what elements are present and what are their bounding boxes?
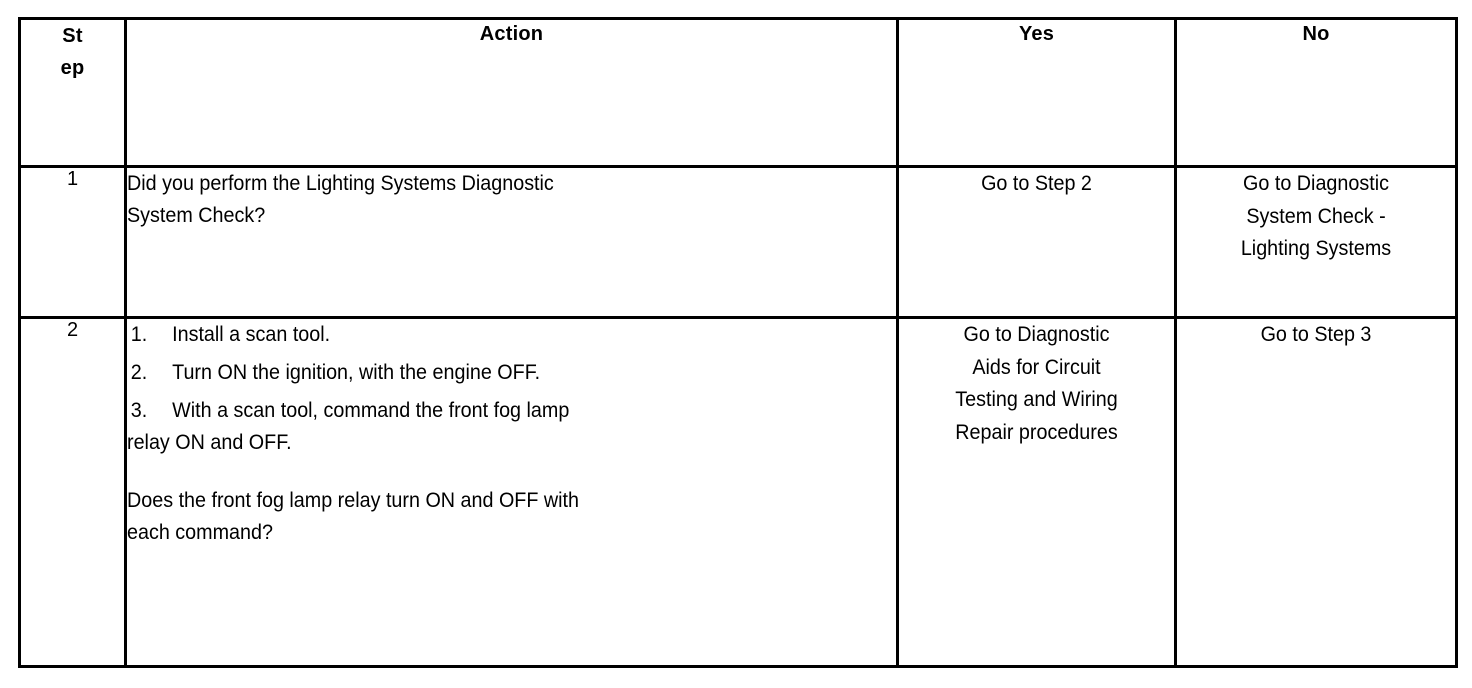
list-item-text: Turn ON the ignition, with the engine OF… [172, 360, 541, 384]
list-item-number: 2. [130, 360, 148, 384]
action-list-item: 1. Install a scan tool. [127, 319, 896, 351]
action-question-line: Does the front fog lamp relay turn ON an… [127, 488, 580, 512]
yes-branch-line: Testing and Wiring [955, 388, 1118, 412]
column-header-step-line2: ep [60, 57, 85, 79]
list-item-text: With a scan tool, command the front fog … [172, 398, 570, 422]
action-line: System Check? [127, 203, 266, 227]
yes-branch-line: Repair procedures [955, 420, 1118, 444]
list-item-number: 1. [130, 323, 148, 347]
diagnostic-procedure-table: St ep Action Yes No 1 Did you perform th… [18, 17, 1458, 668]
list-item-number: 3. [130, 398, 148, 422]
yes-branch-cell: Go to Step 2 [896, 164, 1177, 320]
list-item-continuation: relay ON and OFF. [127, 430, 292, 454]
list-item-text: Install a scan tool. [172, 323, 331, 347]
no-branch-line: System Check - [1246, 204, 1386, 228]
action-cell: Did you perform the Lighting Systems Dia… [124, 164, 899, 320]
action-line: Did you perform the Lighting Systems Dia… [127, 172, 554, 195]
action-question-line: each command? [127, 520, 273, 544]
yes-branch-cell: Go to Diagnostic Aids for Circuit Testin… [896, 316, 1177, 668]
yes-branch-line: Go to Step 2 [981, 172, 1092, 195]
no-branch-line: Lighting Systems [1240, 237, 1392, 261]
step-number-cell: 1 [18, 164, 127, 320]
action-list-item: 2. Turn ON the ignition, with the engine … [127, 357, 896, 389]
column-header-no: No [1174, 17, 1458, 168]
table-row: 1 Did you perform the Lighting Systems D… [18, 164, 1458, 320]
column-header-step-line1: St [62, 25, 83, 47]
step-number-cell: 2 [18, 316, 127, 668]
column-header-action: Action [124, 17, 899, 168]
yes-branch-line: Aids for Circuit [972, 355, 1101, 379]
no-branch-cell: Go to Step 3 [1174, 316, 1458, 668]
action-list-item: 3. With a scan tool, command the front fo… [127, 395, 896, 459]
table-row: 2 1. Install a scan tool. 2. Turn ON the i… [18, 316, 1458, 668]
action-cell: 1. Install a scan tool. 2. Turn ON the ign… [124, 316, 899, 668]
action-step-list: 1. Install a scan tool. 2. Turn ON the ign… [127, 319, 896, 459]
yes-branch-line: Go to Diagnostic [963, 323, 1110, 347]
no-branch-cell: Go to Diagnostic System Check - Lighting… [1174, 164, 1458, 320]
table-header-row: St ep Action Yes No [18, 17, 1458, 168]
column-header-step: St ep [18, 17, 127, 168]
no-branch-line: Go to Diagnostic [1243, 172, 1389, 195]
no-branch-line: Go to Step 3 [1260, 323, 1372, 347]
column-header-yes: Yes [896, 17, 1177, 168]
action-question: Does the front fog lamp relay turn ON an… [127, 485, 896, 549]
